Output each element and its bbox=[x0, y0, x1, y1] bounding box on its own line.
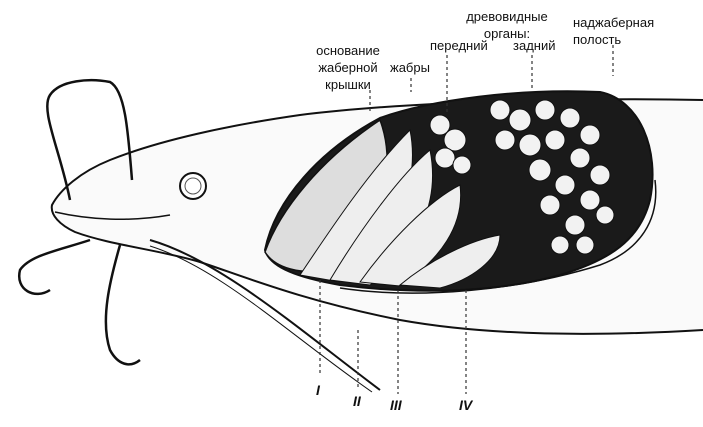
label-posterior: задний bbox=[513, 38, 556, 53]
mouth-line bbox=[54, 211, 171, 220]
gills bbox=[299, 128, 501, 289]
label-line: наджаберная bbox=[573, 15, 655, 30]
label-tree-organs: древовидные органы: bbox=[452, 8, 562, 42]
label-line: крышки bbox=[325, 77, 371, 92]
leader-lines bbox=[319, 45, 614, 394]
label-line: органы: bbox=[483, 26, 531, 41]
section-mark-4: IV bbox=[459, 397, 473, 413]
label-operculum-base: основание жаберной крышки bbox=[305, 42, 391, 93]
section-mark-3: III bbox=[390, 397, 402, 413]
label-gills: жабры bbox=[390, 60, 430, 75]
label-anterior: передний bbox=[430, 38, 488, 53]
section-mark-2: II bbox=[353, 393, 361, 409]
label-line: древовидные bbox=[466, 9, 548, 24]
lower-barbel-left bbox=[17, 238, 91, 296]
label-line: жаберной bbox=[318, 60, 378, 75]
eye bbox=[179, 172, 207, 200]
label-line: основание bbox=[316, 43, 380, 58]
label-suprabranchial-cavity: наджаберная полость bbox=[573, 14, 654, 48]
lower-barbel-middle bbox=[104, 244, 141, 366]
upper-barbel bbox=[46, 79, 134, 201]
lower-barbel-long bbox=[149, 239, 381, 391]
section-mark-1: I bbox=[316, 382, 320, 398]
arborescent-organs bbox=[429, 99, 615, 255]
label-line: полость bbox=[573, 32, 622, 47]
